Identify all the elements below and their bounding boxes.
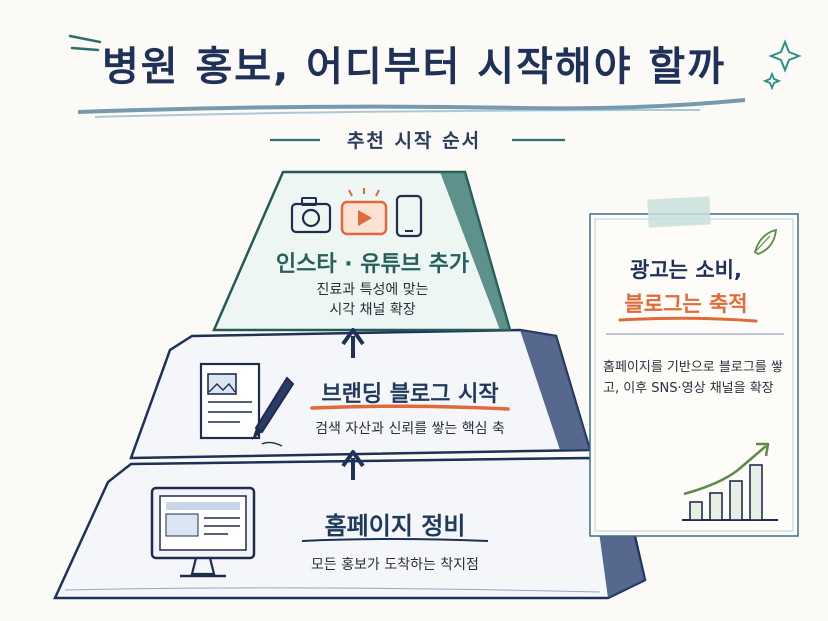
arrow-up-icon [341,328,365,480]
tier-top-line-1: 진료과 특성에 맞는 [316,282,429,298]
document-icon [199,362,261,440]
play-icon [340,188,388,236]
monitor-icon [150,486,256,578]
leaf-icon [753,228,778,256]
tier-bottom-heading: 홈페이지 정비 [324,512,466,540]
tier-top [212,170,512,332]
page-title: 병원 홍보, 어디부터 시작해야 할까 [101,44,727,90]
note-card [589,196,799,537]
tier-top-line-2: 시각 채널 확장 [329,302,416,318]
note-body: 홈페이지를 기반으로 블로그를 쌓고, 이후 SNS·영상 채널을 확장 [603,360,783,396]
tier-top-heading: 인스타 · 유튜브 추가 [275,252,470,277]
pen-icon [252,376,295,447]
heading-underline [310,404,510,411]
sparkle-icon [762,39,802,91]
phone-icon [395,194,423,238]
note-heading-line-1: 광고는 소비, [630,258,742,282]
tier-bottom-line-1: 모든 홍보가 도착하는 착지점 [311,557,479,573]
title-decoration [68,34,746,118]
tier-middle-heading: 브랜딩 블로그 시작 [321,382,499,407]
tier-middle-line-1: 검색 자산과 신뢰를 쌓는 핵심 축 [315,421,505,437]
growth-chart-icon [682,442,778,521]
heading-underline-bottom [301,538,489,542]
note-heading-line-2: 블로그는 축적 [624,292,748,316]
camera-icon [290,197,332,234]
page-subtitle: 추천 시작 순서 [346,130,482,152]
